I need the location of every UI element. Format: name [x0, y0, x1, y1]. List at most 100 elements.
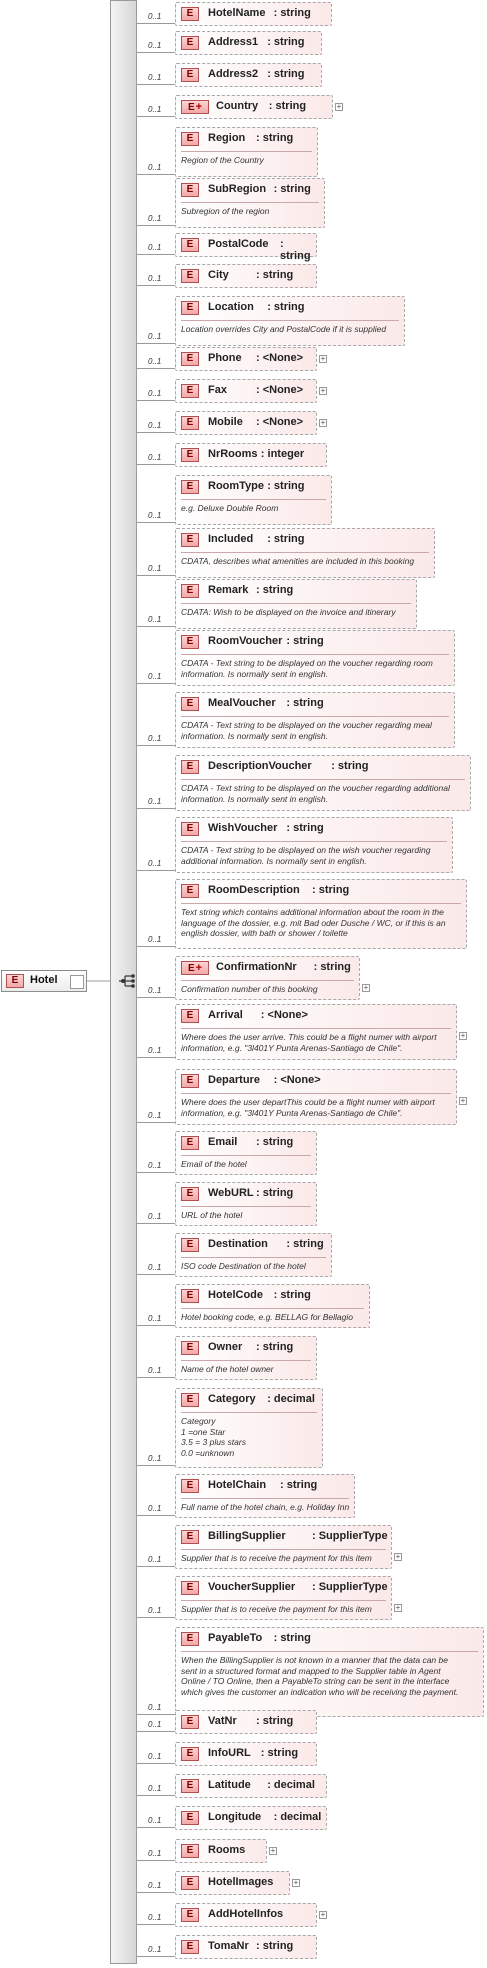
expand-plus-icon[interactable]: +	[459, 1031, 467, 1040]
expand-plus-icon[interactable]: +	[319, 418, 327, 427]
connector-line	[137, 225, 175, 226]
element-badge-icon: E	[181, 760, 199, 774]
cardinality-label: 0..1	[148, 1606, 162, 1615]
element-country[interactable]: E+Country: string	[175, 95, 333, 119]
root-element-hotel[interactable]: E Hotel	[1, 970, 87, 992]
element-name: PayableTo	[208, 1632, 263, 1644]
expand-plus-icon[interactable]: +	[362, 983, 370, 992]
connector-line	[137, 1924, 175, 1925]
element-type: : <None>	[273, 1074, 321, 1086]
element-name: Owner	[208, 1341, 243, 1353]
cardinality-label: 0..1	[148, 1212, 162, 1221]
element-type: : decimal	[273, 1811, 322, 1823]
expand-plus-icon[interactable]: +	[319, 1910, 327, 1919]
connector-line	[137, 343, 175, 344]
connector-line	[137, 1172, 175, 1173]
element-badge-icon: E	[181, 132, 199, 146]
connector-line	[137, 626, 175, 627]
connector-line	[137, 522, 175, 523]
element-badge-icon: E	[181, 884, 199, 898]
connector-line	[137, 1325, 175, 1326]
element-documentation: CDATA - Text string to be displayed on t…	[181, 720, 432, 741]
cardinality-label: 0..1	[148, 1849, 162, 1858]
expand-box-icon[interactable]	[70, 975, 84, 989]
cardinality-label: 0..1	[148, 564, 162, 573]
expand-plus-icon[interactable]: +	[394, 1603, 402, 1612]
element-name: Email	[208, 1136, 238, 1148]
element-badge-icon: E	[181, 384, 199, 398]
cardinality-label: 0..1	[148, 12, 162, 21]
connector-line	[137, 432, 175, 433]
connector-line	[137, 1566, 175, 1567]
expand-plus-icon[interactable]: +	[319, 386, 327, 395]
element-name: Remark	[208, 584, 249, 596]
expand-plus-icon[interactable]: +	[319, 354, 327, 363]
cardinality-label: 0..1	[148, 797, 162, 806]
element-documentation: CDATA - Text string to be displayed on t…	[181, 658, 433, 679]
connector-line	[137, 400, 175, 401]
element-documentation: CDATA: Wish to be displayed on the invoi…	[181, 607, 396, 617]
element-name: Fax	[208, 384, 227, 396]
element-documentation: Supplier that is to receive the payment …	[181, 1604, 372, 1614]
element-type: : string	[313, 961, 351, 973]
element-type: : string	[267, 301, 305, 313]
element-documentation: e.g. Deluxe Double Room	[181, 503, 279, 513]
sequence-compositor-icon[interactable]	[118, 973, 136, 989]
expand-plus-icon[interactable]: +	[394, 1552, 402, 1561]
element-type: : string	[273, 1632, 311, 1644]
element-type: : string	[280, 238, 311, 262]
cardinality-label: 0..1	[148, 41, 162, 50]
doc-separator	[181, 716, 449, 717]
expand-plus-icon[interactable]: +	[269, 1846, 277, 1855]
element-name: Departure	[208, 1074, 260, 1086]
element-documentation: ISO code Destination of the hotel	[181, 1261, 306, 1271]
doc-separator	[181, 1028, 451, 1029]
connector-line	[137, 1795, 175, 1796]
expand-plus-icon[interactable]: +	[292, 1878, 300, 1887]
element-name: Phone	[208, 352, 242, 364]
expand-plus-icon[interactable]: +	[335, 102, 343, 111]
expand-plus-icon[interactable]: +	[459, 1096, 467, 1105]
